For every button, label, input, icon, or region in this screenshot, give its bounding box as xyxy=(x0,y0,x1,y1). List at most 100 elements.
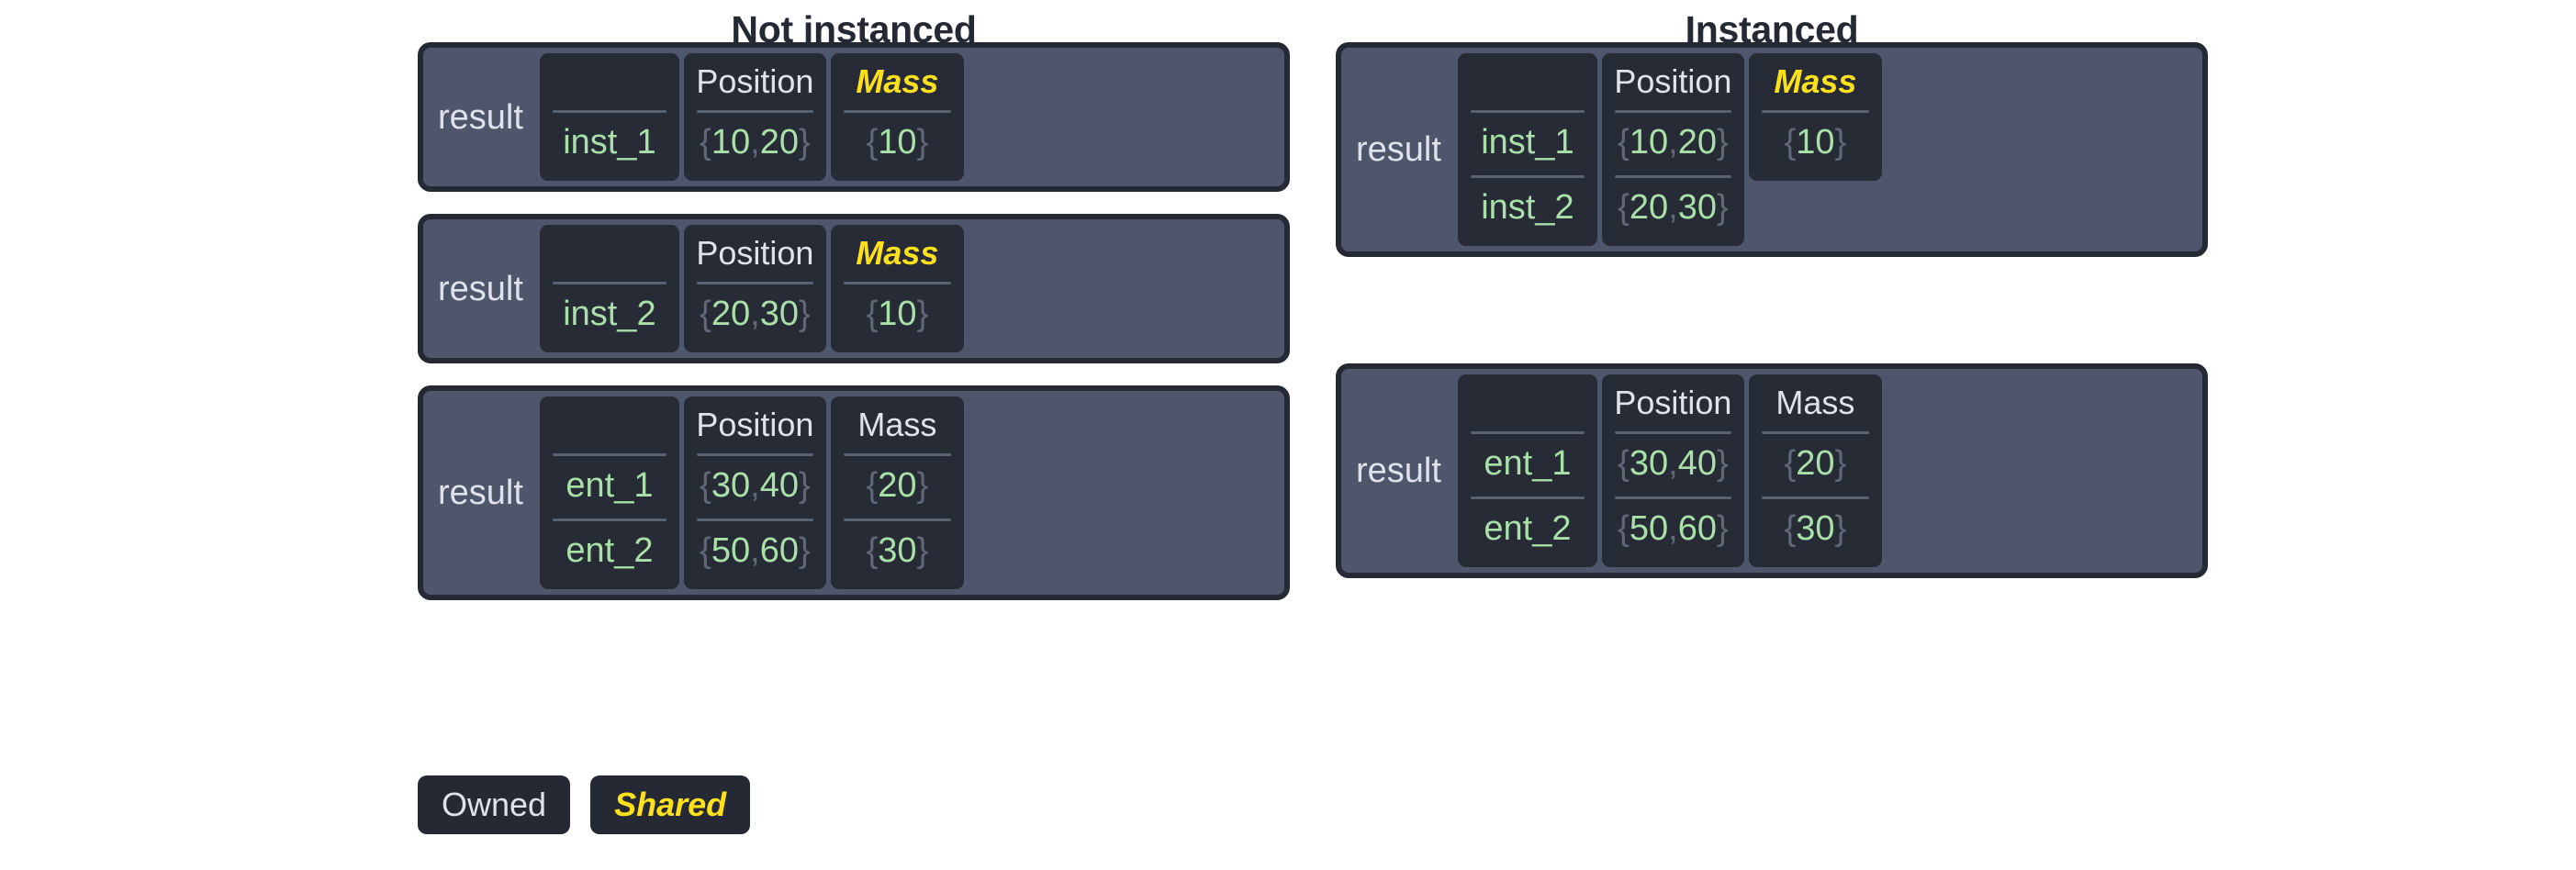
column-padding xyxy=(1602,556,1744,567)
table-column: inst_1 xyxy=(539,53,679,181)
column-header xyxy=(540,225,679,276)
cell-divider xyxy=(843,453,951,456)
table-cell: ent_1 xyxy=(1484,444,1572,483)
column-padding xyxy=(1602,235,1744,246)
cell-divider xyxy=(843,282,951,284)
cell-divider xyxy=(843,519,951,521)
table-cell: {30} xyxy=(1784,509,1847,548)
table-column: ent_1 ent_2 xyxy=(539,396,679,589)
result-panel: result ent_1 ent_2 Position {30, 40} {50, 60}… xyxy=(418,385,1290,600)
panel-label: result xyxy=(438,474,523,512)
legend-chip-owned: Owned xyxy=(418,775,571,834)
column-header xyxy=(1458,53,1597,105)
column-padding xyxy=(831,578,964,589)
column-header: Position xyxy=(696,234,814,272)
table-cell: ent_1 xyxy=(566,466,654,505)
table-cell: {30} xyxy=(866,531,929,570)
table-columns: ent_1 ent_2 Position {30, 40} {50, 60} Mass{2… xyxy=(539,391,1284,595)
table-cell: {50, 60} xyxy=(700,531,811,570)
cell-divider xyxy=(552,110,666,113)
table-cell: {20} xyxy=(1784,444,1847,483)
column-header: Mass xyxy=(1774,62,1857,100)
table-column: inst_1 inst_2 xyxy=(1457,53,1597,246)
table-cell: {10, 20} xyxy=(1618,123,1729,162)
table-cell: {20, 30} xyxy=(1618,188,1729,227)
cell-divider xyxy=(843,110,951,113)
table-cell: {10} xyxy=(1784,123,1847,162)
column-header: Position xyxy=(696,62,814,100)
table-cell: inst_1 xyxy=(1481,123,1574,162)
column-header: Mass xyxy=(1775,384,1855,421)
table-cell: ent_2 xyxy=(1484,509,1572,548)
cell-divider xyxy=(1761,431,1869,434)
cell-divider xyxy=(696,282,813,284)
cell-divider xyxy=(1470,431,1585,434)
column-padding xyxy=(831,170,964,181)
column-header: Position xyxy=(696,406,814,443)
cell-divider xyxy=(1761,110,1869,113)
table-cell: {10} xyxy=(866,123,929,162)
column-padding xyxy=(684,578,826,589)
table-column: Mass{20}{30} xyxy=(830,396,964,589)
table-cell: {20, 30} xyxy=(700,295,811,333)
table-cell: {10} xyxy=(866,295,929,333)
column-padding xyxy=(540,170,679,181)
table-cell: inst_2 xyxy=(1481,188,1574,227)
column-header: Position xyxy=(1614,62,1732,100)
table-cell: inst_2 xyxy=(563,295,656,333)
table-column: Position {30, 40} {50, 60} xyxy=(683,396,826,589)
table-column: Position {10, 20} xyxy=(683,53,826,181)
cell-divider xyxy=(552,453,666,456)
cell-divider xyxy=(696,519,813,521)
column-padding xyxy=(1749,170,1882,181)
cell-divider xyxy=(1761,496,1869,499)
cell-divider xyxy=(552,282,666,284)
column-padding xyxy=(684,341,826,352)
column-title-not-instanced: Not instanced xyxy=(731,8,977,50)
table-cell: {30, 40} xyxy=(700,466,811,505)
table-column: Position {10, 20} {20, 30} xyxy=(1601,53,1744,246)
column-padding xyxy=(540,341,679,352)
cell-divider xyxy=(1470,175,1585,178)
panel-label: result xyxy=(1356,452,1441,490)
cell-divider xyxy=(552,519,666,521)
cell-divider xyxy=(1614,431,1731,434)
column-title-instanced: Instanced xyxy=(1685,8,1859,50)
table-column: Position {20, 30} xyxy=(683,225,826,352)
table-columns: inst_2 Position {20, 30} Mass {10} xyxy=(539,219,1284,358)
column-header: Position xyxy=(1614,384,1732,421)
table-columns: inst_1 inst_2 Position {10, 20} {20, 30} Mass… xyxy=(1457,48,2202,251)
table-cell: {30, 40} xyxy=(1618,444,1729,483)
column-header xyxy=(540,53,679,105)
table-cell: {10, 20} xyxy=(700,123,811,162)
legend: Owned Shared xyxy=(418,775,751,834)
column-header: Mass xyxy=(857,406,937,443)
cell-divider xyxy=(1614,175,1731,178)
column-header xyxy=(1458,374,1597,426)
cell-divider xyxy=(1614,110,1731,113)
column-padding xyxy=(684,170,826,181)
table-column: Position{30, 40}{50, 60} xyxy=(1601,374,1744,567)
cell-divider xyxy=(696,110,813,113)
cell-divider xyxy=(1614,496,1731,499)
column-padding xyxy=(831,341,964,352)
table-cell: ent_2 xyxy=(566,531,654,570)
column-header: Mass xyxy=(856,234,939,272)
table-column: ent_1 ent_2 xyxy=(1457,374,1597,567)
column-padding xyxy=(1458,235,1597,246)
table-column: Mass {10} xyxy=(1748,53,1882,181)
table-column: Mass {10} xyxy=(830,225,964,352)
cell-divider xyxy=(1470,496,1585,499)
column-padding xyxy=(540,578,679,589)
